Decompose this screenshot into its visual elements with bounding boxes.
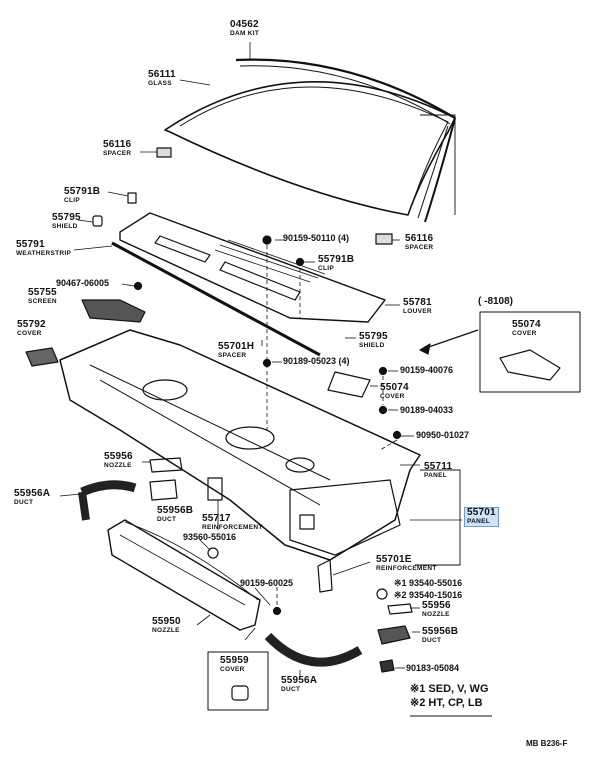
- cowl-panel: [59, 329, 421, 561]
- duct-bottom-part: [264, 632, 363, 667]
- reinforcement-e-part: [317, 559, 333, 593]
- duct-right-part: [377, 625, 411, 645]
- inset-range: ( -8108): [478, 296, 514, 307]
- nozzle-right-part: [387, 603, 413, 615]
- spacer-block: [156, 147, 172, 158]
- windshield-glass: [164, 58, 456, 223]
- label-90159-40076[interactable]: 90159-40076: [400, 365, 454, 375]
- diagram-code: MB B236-F: [526, 739, 568, 748]
- cover-detail-box: [207, 651, 269, 711]
- screen-part: [81, 299, 146, 323]
- label-90183-05084[interactable]: 90183-05084: [406, 663, 460, 673]
- panel-group-bracket: [415, 469, 461, 566]
- cover-mid-part: [327, 371, 371, 398]
- fastener-part: [379, 659, 395, 673]
- inset-box: [479, 311, 581, 393]
- leader-lines: [59, 42, 462, 678]
- note-1: ※1 SED, V, WG: [410, 683, 489, 695]
- defroster-nozzle-part: [107, 519, 261, 631]
- label-93540-55016[interactable]: ※1 93540-55016: [394, 578, 463, 588]
- duct-small-part: [149, 479, 178, 501]
- label-90189-05023[interactable]: 90189-05023 (4): [283, 356, 350, 366]
- grommet-right: [376, 588, 388, 600]
- duct-left-part: [80, 480, 137, 497]
- shield-part: [92, 215, 103, 227]
- weatherstrip-part: [111, 241, 321, 357]
- reinforcement-part: [207, 477, 223, 501]
- label-93540-15016[interactable]: ※2 93540-15016: [394, 590, 463, 600]
- glass-group-bracket: [420, 114, 456, 215]
- note-2: ※2 HT, CP, LB: [410, 697, 483, 709]
- louver-part: [119, 212, 386, 323]
- cover-left-part: [25, 347, 59, 367]
- clip-part: [127, 192, 137, 204]
- nozzle-small-part: [149, 457, 183, 473]
- label-90950-01027[interactable]: 90950-01027: [416, 430, 470, 440]
- fasteners: [133, 235, 402, 616]
- label-90159-50110[interactable]: 90159-50110 (4): [283, 233, 350, 243]
- assembly-lines: [266, 245, 398, 606]
- cover-detail-part: [231, 685, 249, 701]
- spacer-block-right: [375, 233, 393, 245]
- label-93560-55016[interactable]: 93560-55016: [183, 532, 237, 542]
- label-90467[interactable]: 90467-06005: [56, 278, 110, 288]
- label-90159-60025[interactable]: 90159-60025: [240, 578, 294, 588]
- inset-cover-part: [499, 349, 561, 381]
- grommet-left: [207, 547, 219, 559]
- label-90189-04033[interactable]: 90189-04033: [400, 405, 454, 415]
